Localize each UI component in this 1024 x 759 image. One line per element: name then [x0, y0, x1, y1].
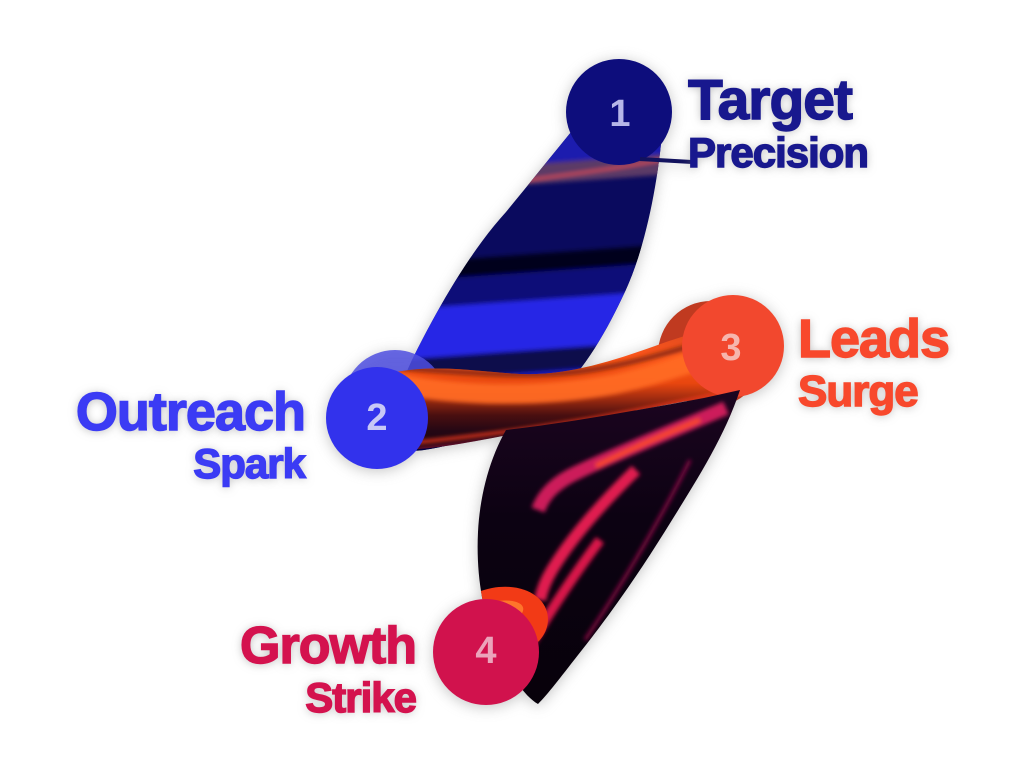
step-1-connector-line: [639, 157, 693, 164]
step-2-number: 2: [366, 397, 388, 439]
step-1-number: 1: [609, 93, 631, 135]
step-4-circle: [433, 599, 539, 705]
step-4-subtitle: Strike: [305, 674, 418, 721]
step-2-circle: [326, 367, 428, 469]
step-4-label: Growth Strike: [239, 616, 418, 721]
step-1-label: Target Precision: [687, 67, 869, 176]
step-1-circle: [566, 59, 672, 165]
step-3-number: 3: [720, 327, 742, 369]
step-2-title: Outreach: [75, 381, 306, 442]
step-4-title: Growth: [239, 616, 417, 675]
step-3-label: Leads Surge: [797, 308, 950, 416]
step-2-subtitle: Spark: [193, 440, 307, 487]
step-2-label: Outreach Spark: [75, 381, 307, 487]
step-4-number: 4: [475, 630, 497, 672]
step-3-subtitle: Surge: [797, 367, 919, 416]
step-3-title: Leads: [797, 308, 950, 369]
step-1-title: Target: [687, 67, 853, 132]
step-3-circle: [682, 295, 784, 397]
step-1-subtitle: Precision: [687, 129, 869, 176]
